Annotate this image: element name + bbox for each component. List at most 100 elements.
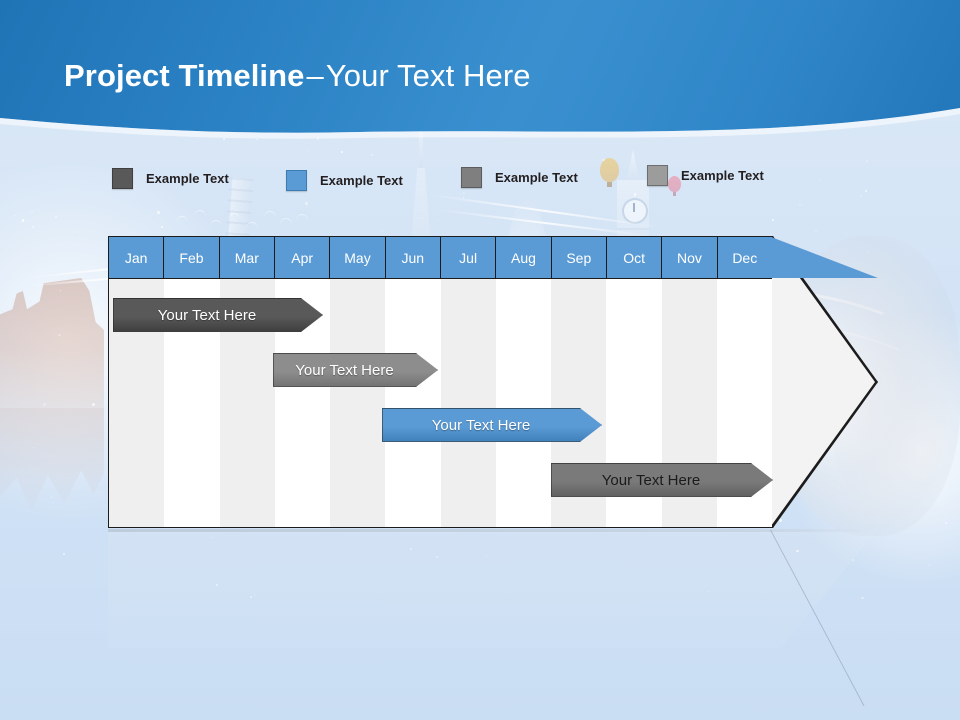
month-header-nov[interactable]: Nov [662, 237, 718, 278]
sparkle-dot [31, 225, 35, 229]
chart-column-jan [109, 237, 165, 527]
page-title: Project Timeline–Your Text Here [64, 58, 531, 94]
sparkle-dot [211, 537, 213, 539]
sparkle-dot [14, 214, 16, 217]
contrail-streak [440, 209, 650, 237]
sparkle-dot [602, 158, 606, 162]
legend-item-1[interactable]: Example Text [112, 168, 229, 189]
legend-swatch-icon [112, 168, 133, 189]
chart-column-mar [219, 237, 275, 527]
timeline-bar-2[interactable]: Your Text Here [273, 353, 438, 387]
timeline-bar-4[interactable]: Your Text Here [551, 463, 773, 497]
month-header-apr[interactable]: Apr [274, 237, 331, 278]
sparkle-dot [160, 226, 164, 229]
legend-item-label: Example Text [146, 171, 229, 186]
sparkle-dot [71, 230, 74, 234]
sparkle-dot [410, 547, 413, 550]
sparkle-dot [708, 590, 711, 593]
sparkle-dot [945, 521, 948, 524]
bird-icon [176, 216, 188, 223]
sparkle-dot [633, 193, 637, 196]
legend-swatch-icon [461, 167, 482, 188]
month-header-dec[interactable]: Dec [717, 237, 772, 278]
legend-item-2[interactable]: Example Text [286, 170, 403, 191]
header-band [0, 0, 960, 150]
timeline-bar-arrow-shape [382, 408, 602, 442]
bird-icon [194, 210, 206, 217]
sparkle-dot [929, 565, 931, 567]
sparkle-dot [866, 160, 869, 163]
sparkle-dot [157, 211, 160, 214]
sparkle-dot [865, 189, 868, 193]
month-header-aug[interactable]: Aug [496, 237, 552, 278]
big-ben-clock-face [622, 198, 648, 224]
butte-reflection-image [0, 408, 104, 512]
title-rest-part: Your Text Here [325, 58, 531, 93]
month-header-jun[interactable]: Jun [385, 237, 441, 278]
sparkle-dot [92, 403, 95, 406]
month-header-may[interactable]: May [330, 237, 386, 278]
title-separator: – [306, 58, 324, 93]
sparkle-dot [54, 216, 58, 219]
bird-icon [280, 218, 292, 225]
chart-reflection [108, 529, 878, 649]
sparkle-dot [253, 593, 257, 597]
month-header-jan[interactable]: Jan [109, 237, 165, 278]
title-bold-part: Project Timeline [64, 58, 305, 93]
timeline-bar-label: Your Text Here [601, 471, 701, 489]
contrail-streak [430, 194, 660, 228]
sparkle-dot [43, 403, 46, 406]
month-header-jul[interactable]: Jul [440, 237, 497, 278]
chart-column-aug [495, 237, 551, 527]
legend-item-label: Example Text [495, 170, 578, 185]
sparkle-dot [223, 137, 226, 140]
month-header-mar[interactable]: Mar [219, 237, 275, 278]
sparkle-dot [341, 151, 343, 153]
timeline-bar-arrow-shape [273, 353, 438, 387]
header-underline [109, 278, 772, 279]
month-header-sep[interactable]: Sep [551, 237, 607, 278]
sparkle-dot [859, 194, 862, 197]
legend-item-label: Example Text [681, 168, 764, 183]
sparkle-dot [31, 210, 34, 213]
birds-flock-image [176, 208, 316, 234]
sparkle-dot [58, 333, 61, 337]
bird-icon [228, 213, 240, 220]
sparkle-dot [799, 204, 802, 207]
sparkle-dot [215, 584, 218, 587]
chart-baseline [108, 529, 878, 532]
sparkle-dot [771, 219, 775, 222]
sparkle-dot [21, 219, 25, 222]
timeline-bar-1[interactable]: Your Text Here [113, 298, 323, 332]
sparkle-dot [62, 553, 65, 555]
month-header-feb[interactable]: Feb [164, 237, 220, 278]
header-arrow-tip [772, 237, 878, 278]
sparkle-dot [307, 149, 309, 151]
timeline-bar-label: Your Text Here [431, 416, 531, 434]
legend-swatch-icon [286, 170, 307, 191]
sparkle-dot [463, 197, 465, 199]
sparkle-dot [32, 446, 34, 448]
chart-reflection-diagonal [770, 530, 960, 706]
sparkle-dot [815, 229, 818, 232]
month-header-oct[interactable]: Oct [606, 237, 663, 278]
bird-icon [210, 220, 222, 227]
sparkle-dot [129, 165, 131, 167]
big-ben-spire [626, 150, 640, 184]
legend-item-3[interactable]: Example Text [461, 167, 578, 188]
sparkle-dot [485, 556, 487, 558]
timeline-bar-3[interactable]: Your Text Here [382, 408, 602, 442]
sparkle-dot [304, 202, 308, 205]
sparkle-dot [435, 555, 439, 559]
sparkle-dot [381, 230, 384, 233]
bird-icon [296, 214, 308, 221]
sparkle-dot [256, 139, 258, 141]
chart-column-feb [164, 237, 220, 527]
legend-item-4[interactable]: Example Text [647, 165, 764, 186]
sparkle-dot [371, 154, 373, 156]
timeline-bar-arrow-shape [551, 463, 773, 497]
sparkle-dot [818, 178, 820, 180]
